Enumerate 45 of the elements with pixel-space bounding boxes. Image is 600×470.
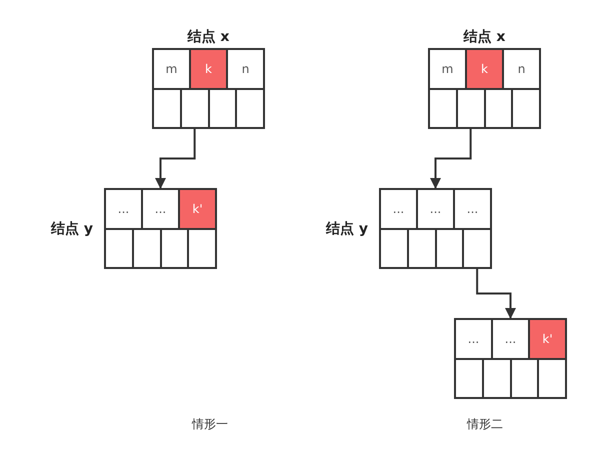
child-pointer-slot: [188, 228, 216, 268]
child-pointer-slot: [463, 228, 491, 268]
child-pointer-slot: [132, 228, 160, 268]
child-pointer-slot: [236, 88, 264, 128]
key-slot: n: [227, 49, 264, 88]
child-pointer-slot: [436, 228, 464, 268]
child-pointer-slot: [429, 88, 457, 128]
key-slot: ...: [105, 189, 142, 228]
node-heading: 结点 x: [464, 28, 506, 46]
key-slot: ...: [454, 189, 491, 228]
child-pointer-slot: [408, 228, 436, 268]
key-slot: m: [429, 49, 466, 88]
child-pointer-slot: [455, 358, 483, 398]
child-pointer-slot: [105, 228, 133, 268]
arrow: [430, 128, 472, 189]
child-pointer-slot: [512, 88, 540, 128]
case-caption: 情形二: [467, 416, 503, 433]
key-slot: k: [466, 49, 503, 88]
node-heading: 结点 y: [326, 220, 368, 238]
child-pointer-slot: [208, 88, 236, 128]
child-pointer-slot: [153, 88, 181, 128]
key-slot: k: [190, 49, 227, 88]
key-slot: k': [529, 319, 566, 358]
key-slot: n: [503, 49, 540, 88]
arrow: [476, 268, 516, 319]
key-slot: ...: [492, 319, 529, 358]
arrow: [155, 128, 196, 189]
child-pointer-slot: [482, 358, 510, 398]
child-pointer-slot: [484, 88, 512, 128]
key-slot: k': [179, 189, 216, 228]
node-heading: 结点 y: [51, 220, 93, 238]
case-caption: 情形一: [192, 416, 228, 433]
child-pointer-slot: [510, 358, 538, 398]
key-slot: ...: [142, 189, 179, 228]
key-slot: ...: [455, 319, 492, 358]
child-pointer-slot: [538, 358, 566, 398]
key-slot: ...: [417, 189, 454, 228]
child-pointer-slot: [456, 88, 484, 128]
key-slot: m: [153, 49, 190, 88]
child-pointer-slot: [180, 88, 208, 128]
node-heading: 结点 x: [188, 28, 230, 46]
child-pointer-slot: [380, 228, 408, 268]
b-tree-node: [454, 318, 567, 399]
key-slot: ...: [380, 189, 417, 228]
child-pointer-slot: [160, 228, 188, 268]
